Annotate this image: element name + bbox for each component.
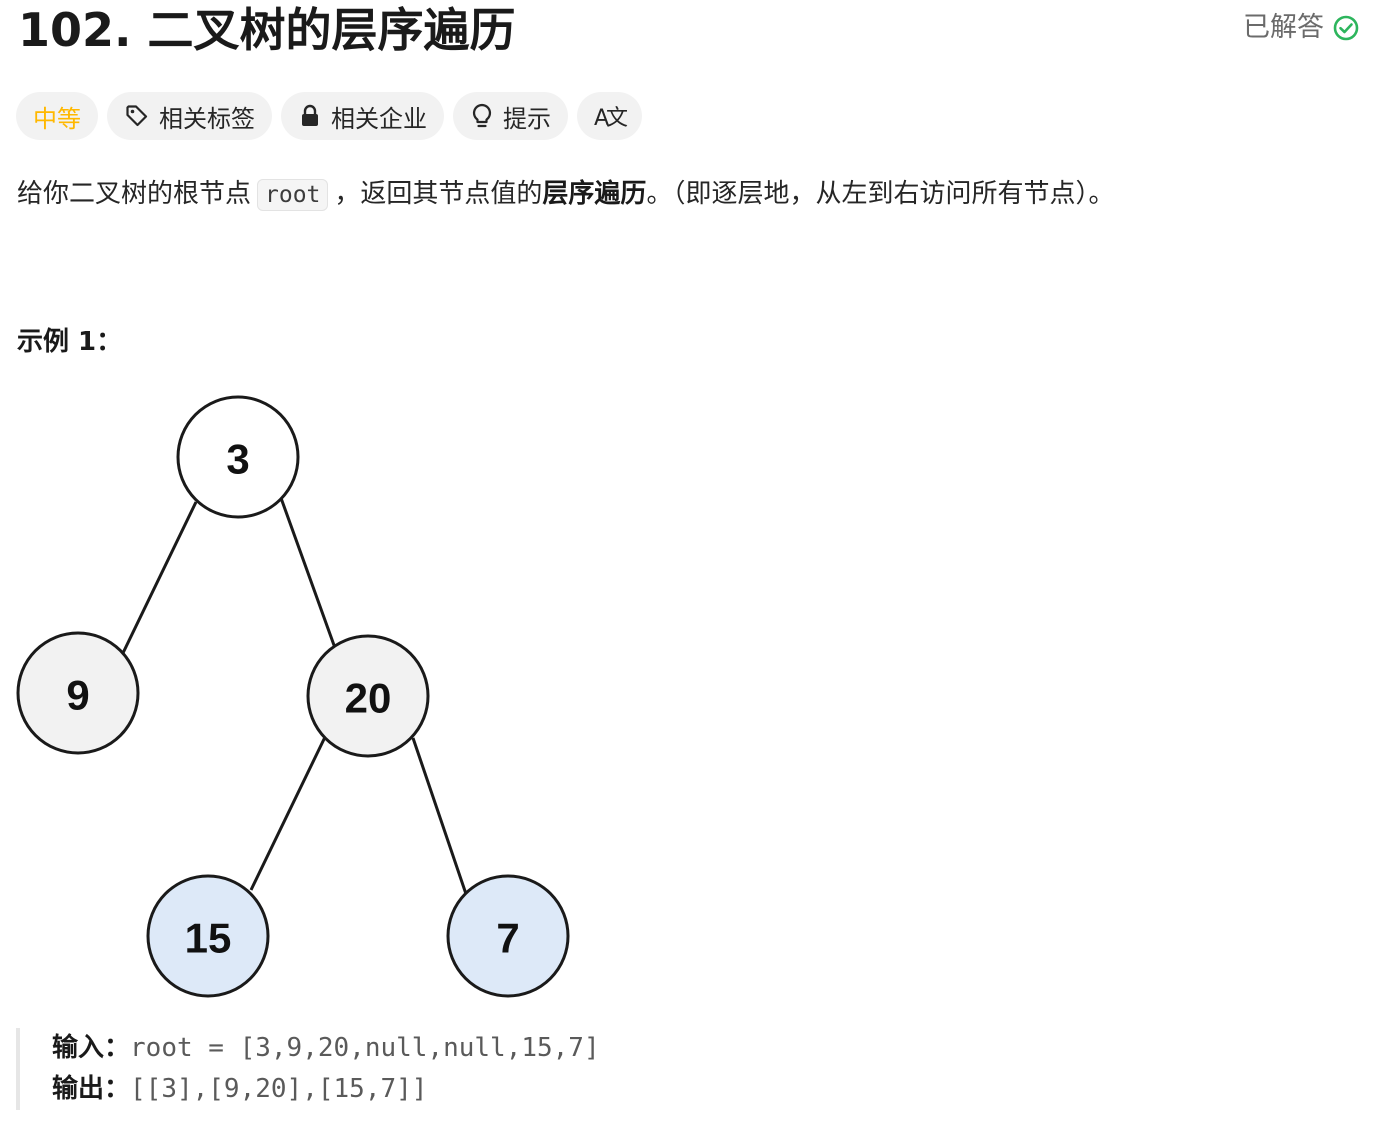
description-text-3: 。（即逐层地，从左到右访问所有节点）。 xyxy=(646,179,1115,209)
input-label: 输入： xyxy=(52,1033,131,1063)
edge-3-9 xyxy=(121,501,198,654)
tree-edges xyxy=(121,497,468,895)
tree-node-15: 15 xyxy=(146,874,270,998)
lightbulb-icon xyxy=(470,102,494,130)
translate-button[interactable]: A文 xyxy=(577,92,643,140)
tree-node-circle xyxy=(446,874,570,998)
example-title: 示例 1： xyxy=(17,327,123,357)
tree-node-7: 7 xyxy=(446,874,570,998)
example-io-block: 输入：root = [3,9,20,null,null,15,7] 输出：[[3… xyxy=(16,1028,600,1110)
check-circle-icon xyxy=(1332,14,1360,42)
solved-status: 已解答 xyxy=(1243,10,1360,46)
output-value: [[3],[9,20],[15,7]] xyxy=(130,1074,428,1104)
related-tags-label: 相关标签 xyxy=(159,104,255,133)
input-line: 输入：root = [3,9,20,null,null,15,7] xyxy=(52,1028,600,1069)
tree-node-circle xyxy=(306,634,430,758)
description-bold: 层序遍历 xyxy=(542,179,647,209)
tree-node-9: 9 xyxy=(16,631,140,755)
output-label: 输出： xyxy=(52,1074,131,1104)
difficulty-badge[interactable]: 中等 xyxy=(16,92,98,140)
tree-node-label: 3 xyxy=(226,436,249,483)
description-text-2: ，返回其节点值的 xyxy=(334,179,543,209)
tree-node-20: 20 xyxy=(306,634,430,758)
output-line: 输出：[[3],[9,20],[15,7]] xyxy=(52,1069,600,1110)
tree-node-label: 9 xyxy=(66,672,89,719)
edge-20-15 xyxy=(249,734,328,891)
lock-icon xyxy=(298,103,322,129)
edge-20-7 xyxy=(411,737,468,895)
description-text-1: 给你二叉树的根节点 xyxy=(17,179,252,209)
hint-label: 提示 xyxy=(503,104,551,133)
tree-node-label: 15 xyxy=(185,915,232,962)
tree-node-circle xyxy=(16,631,140,755)
inline-code-root: root xyxy=(257,179,329,211)
related-companies-button[interactable]: 相关企业 xyxy=(281,92,444,140)
hint-button[interactable]: 提示 xyxy=(453,92,568,140)
edge-3-20 xyxy=(279,497,337,649)
related-companies-label: 相关企业 xyxy=(331,104,427,133)
solved-label: 已解答 xyxy=(1243,12,1324,43)
tag-icon xyxy=(124,103,150,129)
tree-node-circle xyxy=(146,874,270,998)
translate-icon: A文 xyxy=(594,106,628,131)
tree-node-label: 7 xyxy=(496,915,519,962)
tree-node-label: 20 xyxy=(345,675,392,722)
binary-tree-diagram: 3 9 20 15 7 xyxy=(16,395,570,998)
difficulty-label: 中等 xyxy=(33,104,81,133)
tree-node-circle xyxy=(176,395,300,519)
problem-title: 102. 二叉树的层序遍历 xyxy=(18,3,516,57)
tree-nodes: 3 9 20 15 7 xyxy=(16,395,570,998)
input-value: root = [3,9,20,null,null,15,7] xyxy=(130,1033,600,1063)
tag-bar: 中等 相关标签 相关企业 提示 A文 xyxy=(16,92,643,140)
tree-node-3: 3 xyxy=(176,395,300,519)
related-tags-button[interactable]: 相关标签 xyxy=(107,92,272,140)
